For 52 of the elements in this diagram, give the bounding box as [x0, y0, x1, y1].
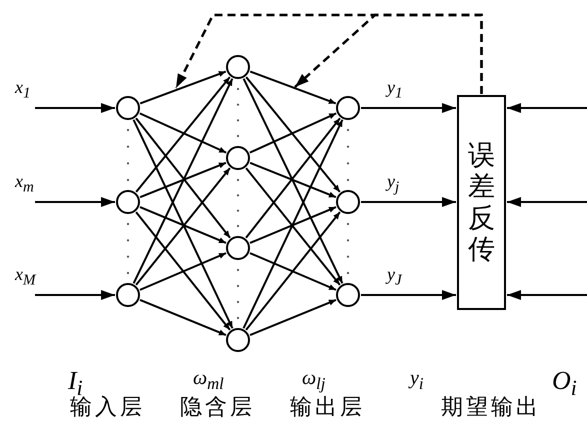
- neuron-circle: [336, 96, 360, 120]
- arrow: [35, 103, 115, 113]
- arrow: [361, 290, 456, 300]
- arrow: [250, 70, 336, 104]
- layer-label: 隐含层: [180, 397, 255, 419]
- arrow: [140, 299, 226, 336]
- arrow: [245, 76, 341, 193]
- arrow: [245, 212, 341, 330]
- neuron-circle: [226, 328, 250, 352]
- neuron-circle: [226, 236, 250, 260]
- arrow: [135, 168, 231, 286]
- arrow: [507, 103, 587, 113]
- neuron-circle: [116, 283, 140, 307]
- arrow: [250, 206, 336, 244]
- arrow: [507, 197, 587, 207]
- arrow: [361, 197, 456, 207]
- arrow: [135, 212, 231, 330]
- arrow: [35, 290, 115, 300]
- arrow: [242, 78, 344, 284]
- arrow: [361, 103, 456, 113]
- arrow: [35, 197, 115, 207]
- arrow: [250, 162, 336, 198]
- axis-label: O$_{i}$: [552, 368, 577, 400]
- arrow: [135, 118, 231, 238]
- arrow: [132, 78, 234, 284]
- arrow: [250, 299, 336, 336]
- arrow: [245, 118, 341, 238]
- arrow: [294, 14, 483, 94]
- layer-label: 输出层: [290, 397, 365, 419]
- neuron-circle: [336, 283, 360, 307]
- axis-label: ω$_{ml}$: [193, 368, 224, 393]
- neuron-circle: [336, 190, 360, 214]
- neuron-circle: [226, 55, 250, 79]
- arrow: [140, 252, 226, 291]
- arrow: [242, 119, 344, 329]
- arrow: [140, 162, 226, 198]
- arrow: [139, 112, 227, 154]
- neuron-circle: [116, 96, 140, 120]
- process-box: 误差反传: [457, 95, 506, 310]
- arrow: [245, 168, 341, 286]
- layer-label: 期望输出: [441, 397, 541, 419]
- arrow: [140, 70, 226, 104]
- arrow: [135, 76, 231, 193]
- arrow: [250, 252, 336, 291]
- arrow: [249, 112, 337, 154]
- arrow: [132, 119, 234, 329]
- arrow: [507, 290, 587, 300]
- axis-label: ω$_{lj}$: [302, 368, 326, 393]
- axis-label: y$_{i}$: [410, 368, 424, 393]
- arrow: [140, 206, 226, 244]
- neuron-circle: [116, 190, 140, 214]
- neuron-circle: [226, 146, 250, 170]
